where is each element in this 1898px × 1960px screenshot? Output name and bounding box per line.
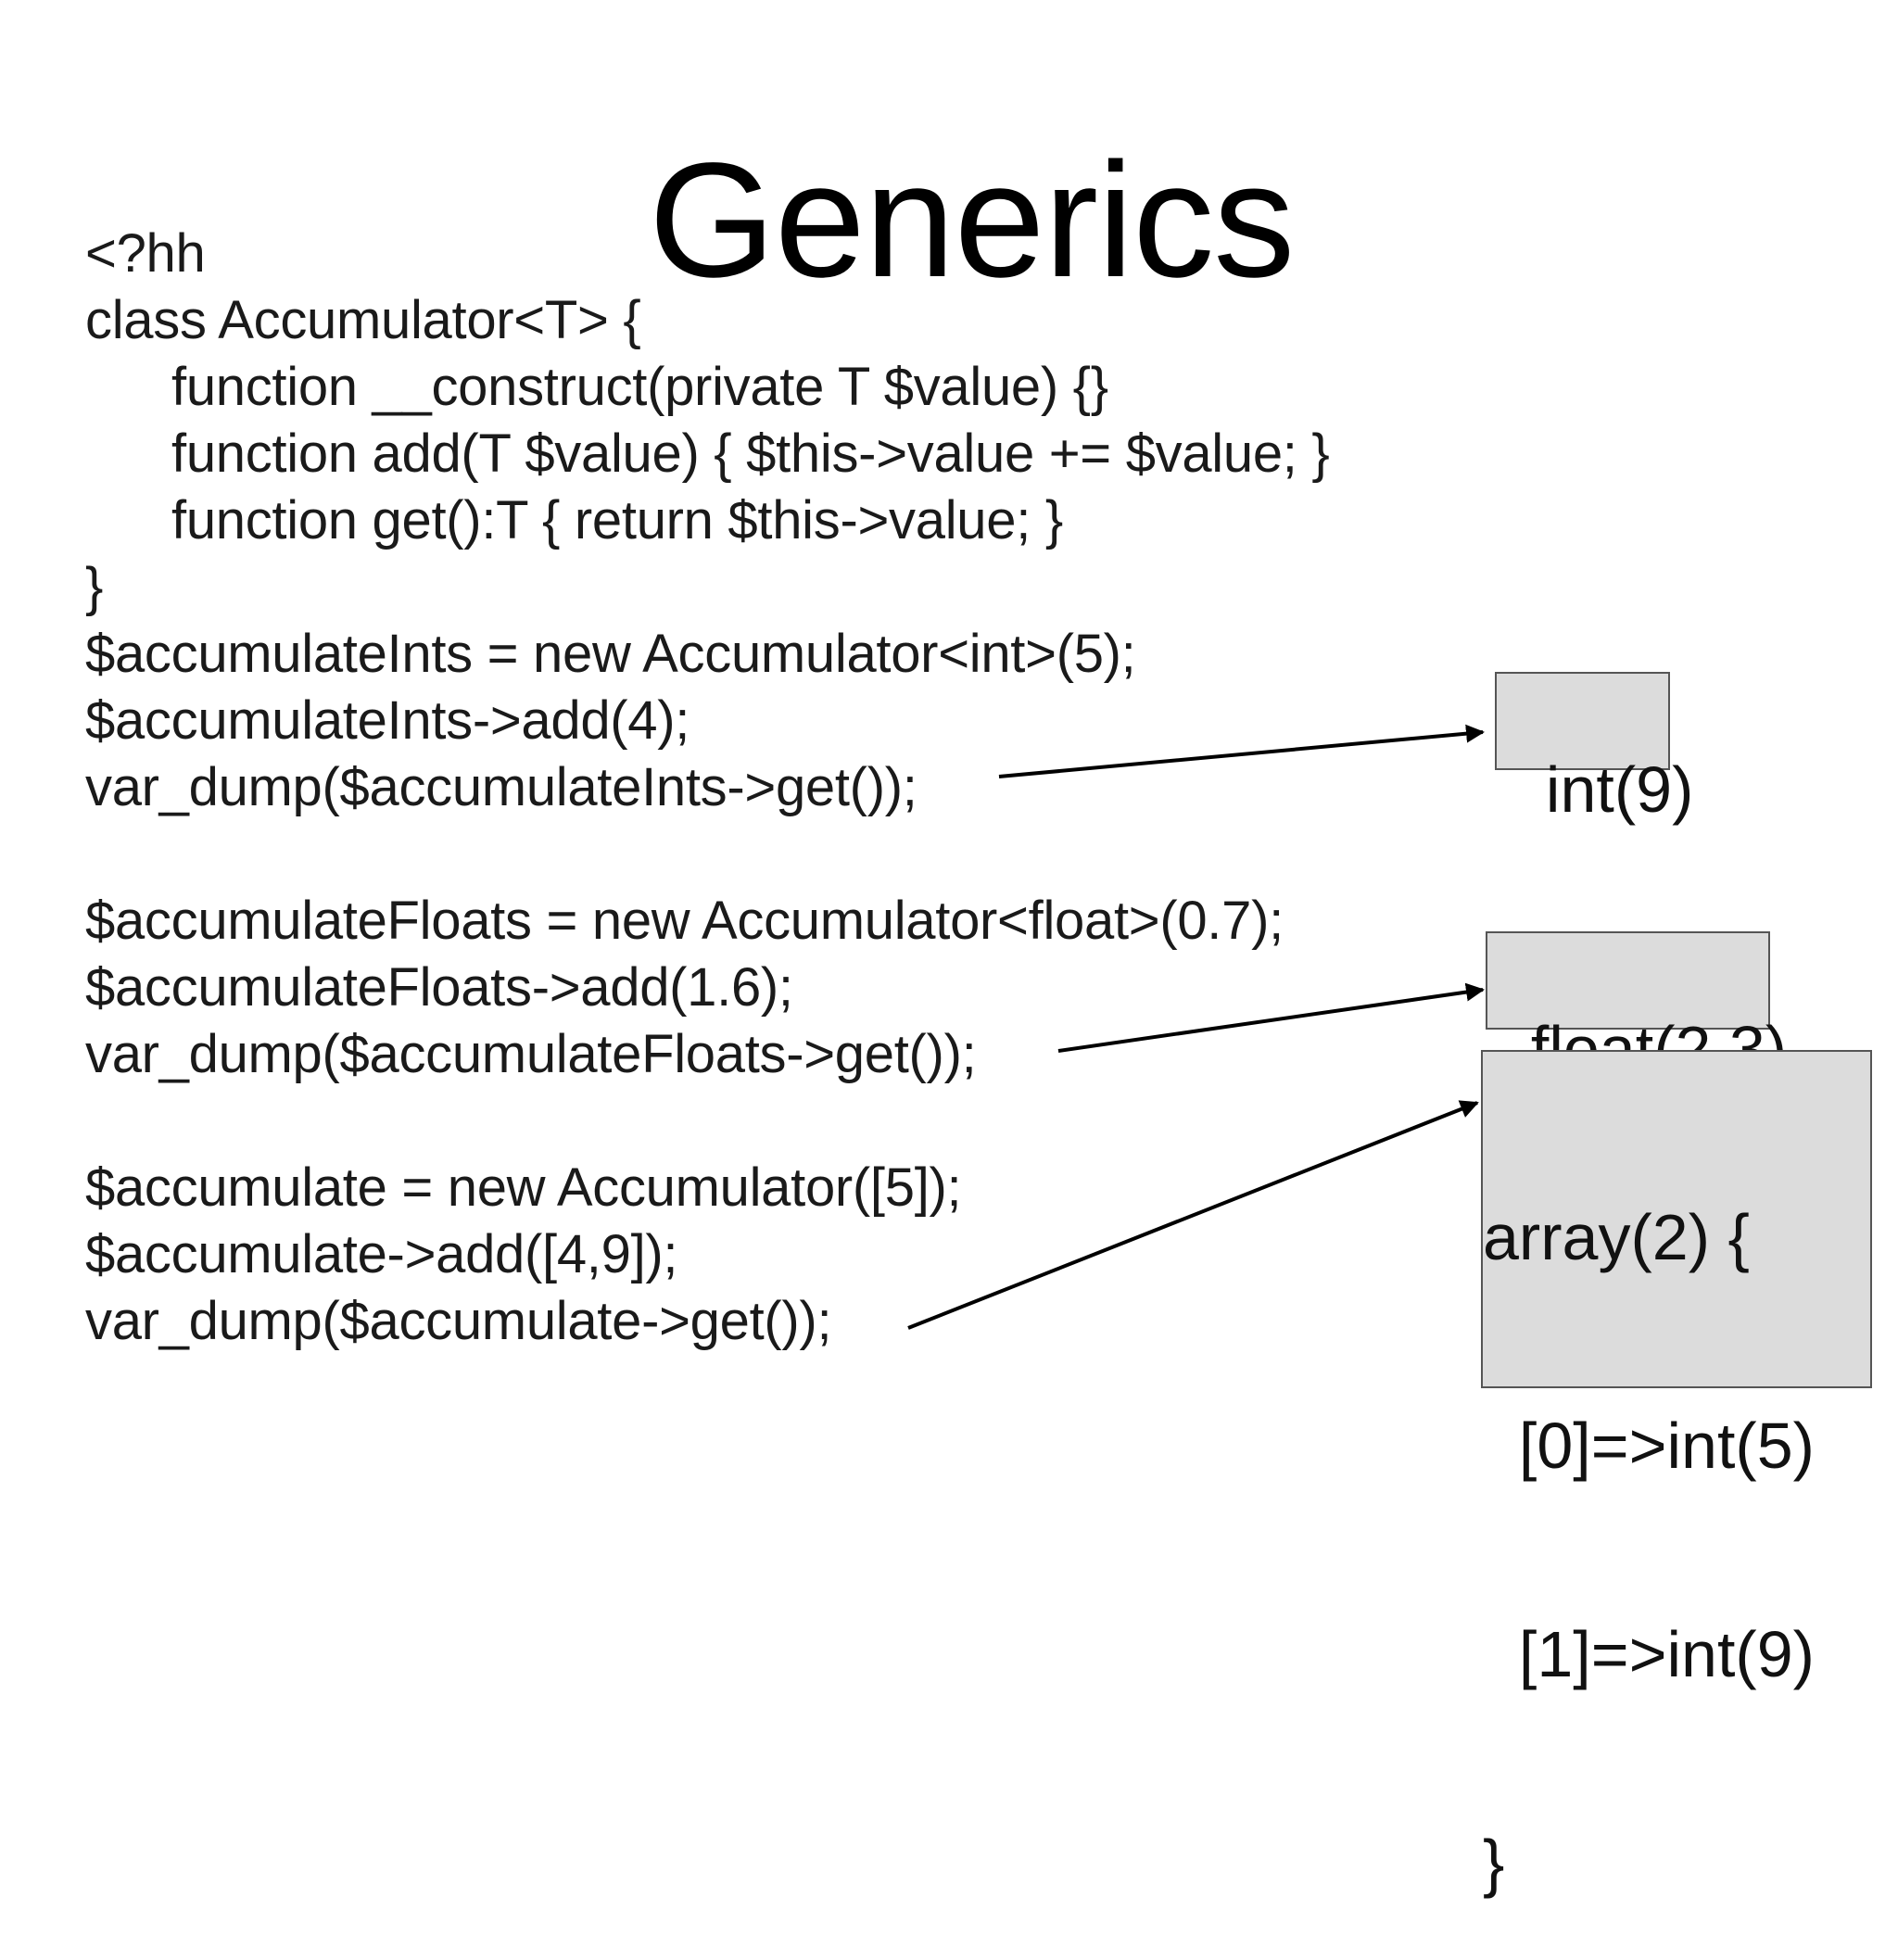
code-line: $accumulateInts = new Accumulator<int>(5… (85, 624, 1136, 684)
output-array-line: } (1483, 1827, 1505, 1899)
output-array-line: [1]=>int(9) (1483, 1618, 1815, 1690)
code-line: var_dump($accumulateInts->get()); (85, 757, 917, 817)
code-line: $accumulateFloats = new Accumulator<floa… (85, 891, 1284, 951)
code-line: } (85, 557, 104, 617)
arrow-to-array-output (907, 1100, 1479, 1330)
code-line: class Accumulator<T> { (85, 290, 641, 350)
arrow-to-int-output (998, 724, 1485, 778)
slide-title: Generics (649, 130, 1295, 311)
arrow-to-float-output (1057, 982, 1485, 1053)
code-line: $accumulateFloats->add(1.6); (85, 957, 793, 1018)
code-line: $accumulateInts->add(4); (85, 690, 690, 751)
code-line: var_dump($accumulateFloats->get()); (85, 1024, 977, 1084)
output-array-line: array(2) { (1483, 1201, 1750, 1273)
output-int-text: int(9) (1545, 753, 1694, 826)
output-array-line: [0]=>int(5) (1483, 1410, 1815, 1482)
code-line: function get():T { return $this->value; … (171, 490, 1063, 550)
code-line: <?hh (85, 223, 206, 284)
code-line: function add(T $value) { $this->value +=… (171, 424, 1330, 484)
code-line: function __construct(private T $value) {… (171, 357, 1108, 417)
code-line: $accumulate = new Accumulator([5]); (85, 1157, 962, 1218)
arrows (907, 724, 1485, 1330)
output-int-box: int(9) (1495, 672, 1693, 822)
code-line: $accumulate->add([4,9]); (85, 1224, 678, 1284)
code-line: var_dump($accumulate->get()); (85, 1291, 832, 1351)
